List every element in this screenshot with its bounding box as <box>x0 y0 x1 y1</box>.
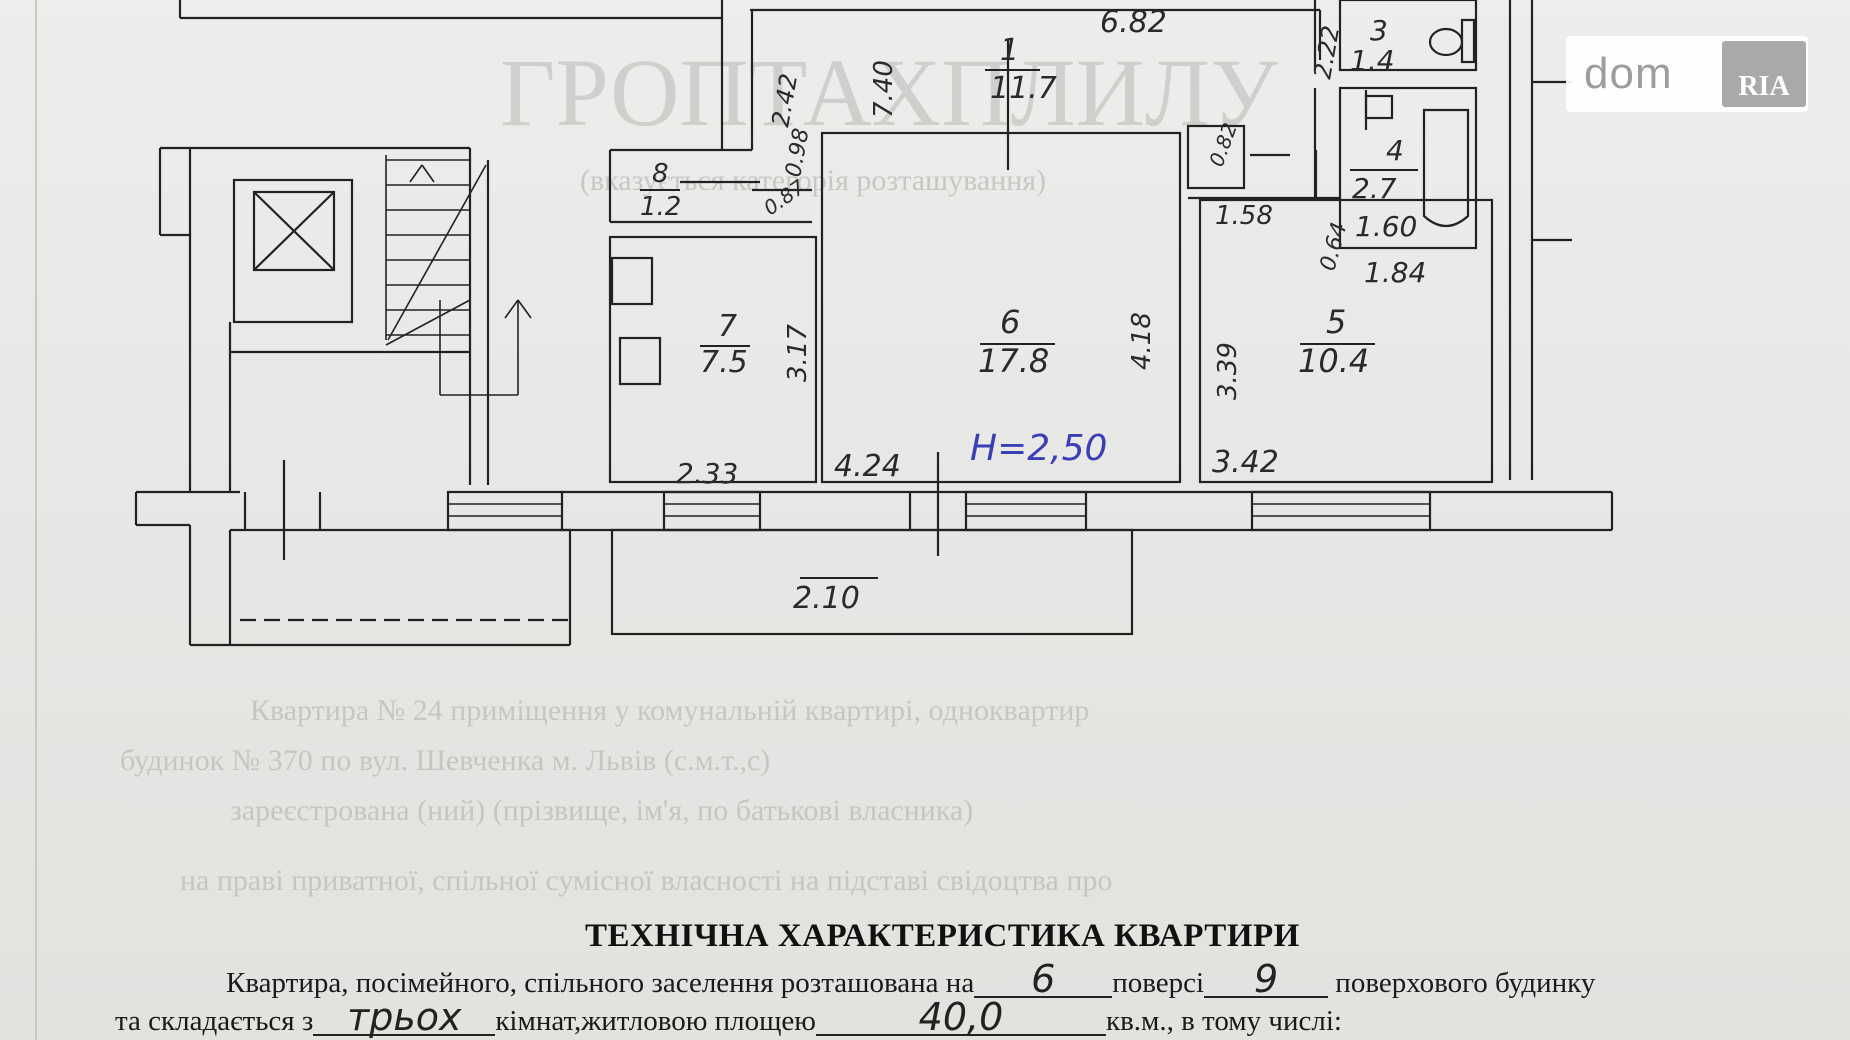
svg-text:1: 1 <box>1000 33 1019 68</box>
dim-1-84: 1.84 <box>1364 256 1426 289</box>
ceiling-height-note: H=2,50 <box>970 428 1107 469</box>
room-8-label: 8 1.2 <box>640 159 681 222</box>
dim-1-58: 1.58 <box>1215 201 1273 231</box>
dim-2-33: 2.33 <box>676 457 738 490</box>
domria-watermark: dom RIA <box>1566 36 1808 112</box>
svg-text:2.7: 2.7 <box>1352 172 1397 205</box>
svg-text:будинок № 370 по вул. Шевченка: будинок № 370 по вул. Шевченка м. Львів … <box>120 744 770 777</box>
rooms-count-value: трьох <box>313 998 496 1036</box>
svg-text:5: 5 <box>1326 303 1346 341</box>
svg-text:(вказується категорія розташув: (вказується категорія розташування) <box>580 164 1046 197</box>
floors-total-value: 9 <box>1204 960 1329 998</box>
svg-text:ГРОПТАХПЛИЛУ: ГРОПТАХПЛИЛУ <box>500 39 1278 146</box>
room-3-label: 3 1.4 <box>1350 14 1395 77</box>
line1-part-c: поверхового будинку <box>1335 967 1596 999</box>
room-5-label: 5 10.4 <box>1298 303 1375 380</box>
dim-3-39: 3.39 <box>1213 342 1243 400</box>
dim-1-60: 1.60 <box>1355 210 1417 243</box>
svg-text:17.8: 17.8 <box>978 342 1049 380</box>
line2-part-c: кв.м., в тому числі: <box>1105 1005 1342 1037</box>
living-area-value: 40,0 <box>815 998 1106 1036</box>
svg-text:зареєстрована (ний) (прізвище,: зареєстрована (ний) (прізвище, ім'я, по … <box>230 794 973 827</box>
svg-text:7.5: 7.5 <box>700 345 748 380</box>
watermark-dom-text: dom <box>1584 49 1673 98</box>
svg-text:на праві приватної, спільної с: на праві приватної, спільної сумісної вл… <box>180 864 1112 897</box>
svg-text:3: 3 <box>1370 14 1388 47</box>
svg-text:1.2: 1.2 <box>640 192 681 222</box>
dim-4-24: 4.24 <box>834 449 901 484</box>
svg-text:6: 6 <box>1000 303 1020 341</box>
plan-walls <box>134 0 1614 647</box>
line1-part-a: Квартира, посімейного, спільного заселен… <box>226 967 975 999</box>
line2-part-b: кімнат,житловою площею <box>495 1005 816 1037</box>
dim-3-42: 3.42 <box>1212 445 1279 480</box>
room-1-label: 1 11.7 <box>985 33 1057 106</box>
svg-text:1.4: 1.4 <box>1350 44 1395 77</box>
svg-text:4: 4 <box>1386 134 1404 167</box>
dim-0-64: 0.64 <box>1316 220 1353 274</box>
dim-3-17: 3.17 <box>783 324 813 382</box>
room-7-label: 7 7.5 <box>700 309 750 380</box>
svg-text:10.4: 10.4 <box>1298 342 1369 380</box>
text-line-1: Квартира, посімейного, спільного заселен… <box>226 960 1596 1000</box>
line1-part-b: поверсі <box>1112 967 1205 999</box>
svg-text:7: 7 <box>718 309 737 344</box>
dim-7-40: 7.40 <box>869 60 899 118</box>
svg-text:11.7: 11.7 <box>990 71 1057 106</box>
dim-top: 6.82 <box>1100 5 1167 40</box>
room-4-label: 4 2.7 <box>1350 134 1418 205</box>
svg-text:Квартира № 24 приміщення у ком: Квартира № 24 приміщення у комунальній к… <box>250 694 1089 727</box>
reverse-side-ghost-text: ГРОПТАХПЛИЛУ (вказується категорія розта… <box>120 39 1278 897</box>
svg-text:8: 8 <box>652 159 669 189</box>
dim-2-22: 2.22 <box>1308 24 1345 81</box>
floor-value: 6 <box>974 960 1113 998</box>
dim-2-10: 2.10 <box>793 581 860 616</box>
watermark-ria-logo: RIA <box>1722 41 1806 107</box>
document-title: ТЕХНІЧНА ХАРАКТЕРИСТИКА КВАРТИРИ <box>585 918 1300 954</box>
room-6-label: 6 17.8 <box>978 303 1055 380</box>
dim-4-18: 4.18 <box>1127 312 1157 370</box>
plan-labels: 6.82 1 11.7 3 1.4 4 2.7 8 1.2 7 <box>640 5 1426 616</box>
line2-part-a: та складається з <box>115 1005 314 1037</box>
